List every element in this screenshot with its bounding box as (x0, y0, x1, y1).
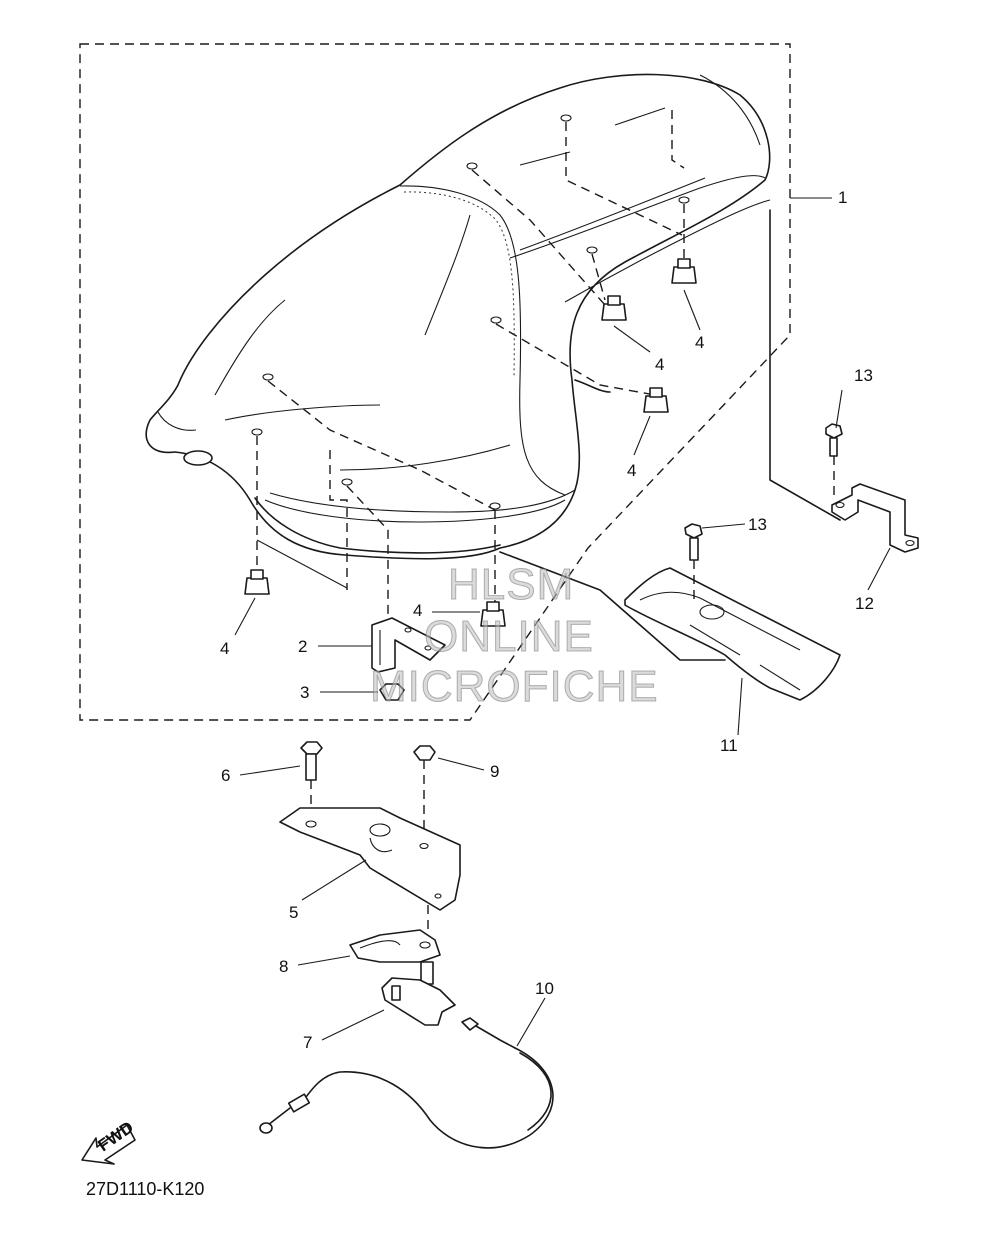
latch-part-7 (381, 961, 456, 1026)
callout-6: 6 (221, 766, 230, 785)
callout-4-a: 4 (695, 333, 704, 352)
callout-9: 9 (490, 762, 499, 781)
bracket-part-12 (831, 483, 919, 553)
bolt-part-13b (684, 523, 703, 600)
callout-13-a: 13 (854, 366, 873, 385)
callout-4-b: 4 (655, 355, 664, 374)
cover-part-11 (624, 567, 841, 701)
bracket-part-2 (371, 617, 446, 673)
nut-part-9 (413, 745, 436, 840)
callout-numbers: 1 2 3 4 4 4 4 4 5 6 7 8 9 10 11 12 13 13 (220, 188, 874, 1052)
callout-4-e: 4 (413, 601, 422, 620)
callout-10: 10 (535, 979, 554, 998)
callout-3: 3 (300, 683, 309, 702)
callout-7: 7 (303, 1033, 312, 1052)
seat (145, 73, 771, 560)
callout-12: 12 (855, 594, 874, 613)
leader-lines (234, 197, 891, 1047)
diagram-code: 27D1110-K120 (86, 1179, 205, 1199)
watermark-line-1: HLSM (447, 560, 575, 610)
watermark-line-3: MICROFICHE (370, 662, 659, 712)
lever-part-8 (349, 929, 441, 963)
seat-mount-holes (251, 114, 690, 510)
callout-8: 8 (279, 957, 288, 976)
callout-5: 5 (289, 903, 298, 922)
watermark-line-2: ONLINE (424, 612, 594, 662)
callout-4-c: 4 (627, 461, 636, 480)
callout-4-d: 4 (220, 639, 229, 658)
fwd-arrow-icon: FWD (81, 1118, 137, 1165)
cable-part-10 (259, 1017, 554, 1149)
plate-part-5 (279, 807, 461, 911)
bolt-part-13a (825, 423, 843, 495)
callout-1: 1 (838, 188, 847, 207)
alignment-lines (256, 110, 685, 640)
callout-2: 2 (298, 637, 307, 656)
rear-frame-outline (499, 209, 841, 661)
damper-parts (244, 258, 697, 627)
callout-13-b: 13 (748, 515, 767, 534)
callout-11: 11 (720, 736, 738, 755)
bolt-part-6 (300, 741, 323, 828)
nut-part-3 (379, 683, 405, 701)
assembly-boundary (79, 43, 791, 721)
